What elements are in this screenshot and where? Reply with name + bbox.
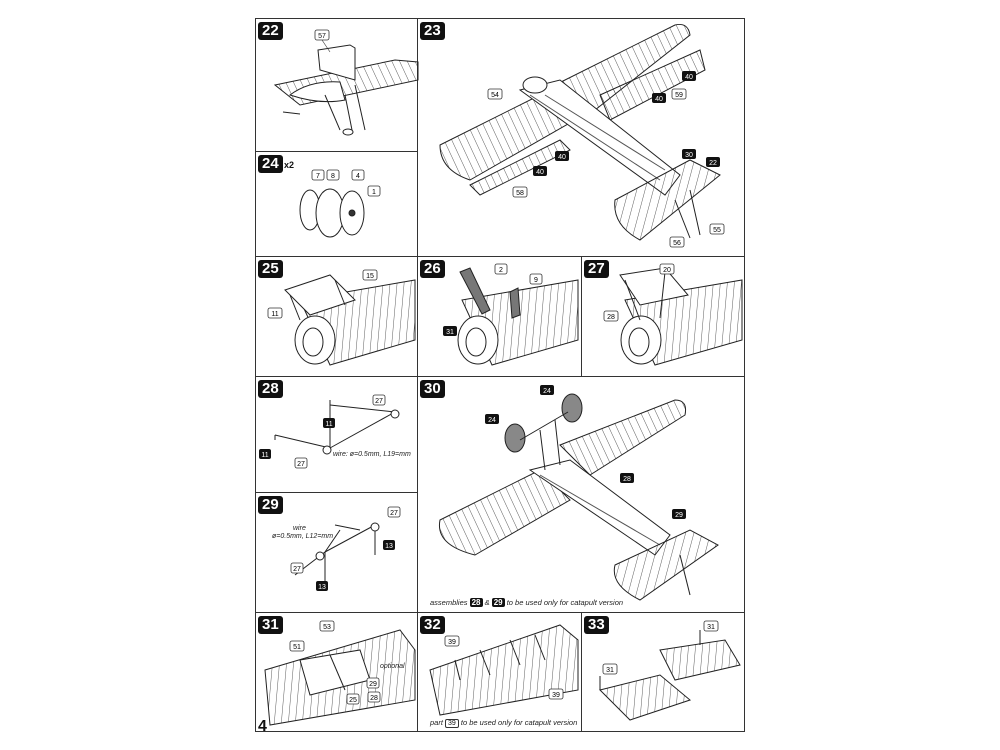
part-label-56: 56 (673, 240, 681, 247)
part-label-30: 30 (685, 152, 693, 159)
part-label-13b: 13 (318, 584, 326, 591)
part-label-11a: 11 (325, 421, 332, 428)
wheel-exploded-drawing (299, 188, 365, 238)
part-label-57: 57 (314, 29, 331, 53)
caption-30-amp: & (484, 598, 490, 607)
part-label-59: 59 (675, 92, 683, 99)
part-labels-23: 54 40 40 59 40 40 58 30 22 56 55 (487, 71, 725, 248)
nose-drawing-26 (457, 267, 579, 366)
part-label-53: 53 (323, 624, 331, 631)
part-labels-30: 24 24 28 29 (485, 385, 686, 519)
part-label-27d: 27 (293, 566, 301, 573)
step-number-25: 25 (258, 260, 283, 278)
part-label-31b: 31 (606, 667, 614, 674)
caption-32-prefix: part (430, 718, 443, 727)
wire-rig-drawing-29 (294, 522, 380, 585)
step-number-23: 23 (420, 22, 445, 40)
step-number-26: 26 (420, 260, 445, 278)
upper-wing-drawing-32 (429, 624, 579, 716)
caption-30-assembly-b: 29 (491, 598, 505, 607)
part-label-29c: 29 (675, 512, 683, 519)
part-label-28: 28 (607, 314, 615, 321)
part-label-40b: 40 (655, 96, 663, 103)
part-label-7: 7 (316, 173, 320, 180)
part-label-54: 54 (491, 92, 499, 99)
multiplier-label: x2 (284, 160, 295, 170)
part-label-29d: 29 (369, 681, 377, 688)
part-label-2: 2 (499, 267, 503, 274)
step-number-31: 31 (258, 616, 283, 634)
part-label-39a: 39 (448, 639, 456, 646)
page-number: 4 (258, 718, 267, 735)
part-label-24a: 24 (543, 388, 551, 395)
step-number-32: 32 (420, 616, 445, 634)
step-number-27: 27 (584, 260, 609, 278)
nose-drawing-27 (619, 267, 743, 366)
caption-32: part 39 to be used only for catapult ver… (430, 718, 577, 728)
caption-30-prefix: assemblies (430, 598, 468, 607)
part-label-28d: 28 (370, 695, 378, 702)
part-labels-27: 20 28 (603, 263, 675, 322)
part-label-31a: 31 (707, 624, 715, 631)
part-label-40d: 40 (536, 169, 544, 176)
part-label-11b: 11 (261, 452, 268, 459)
panel-33-frame (581, 612, 745, 732)
wire-note-29-line1: wire (293, 525, 306, 532)
part-label-27c: 27 (390, 510, 398, 517)
part-label-58: 58 (516, 190, 524, 197)
nose-drawing-25 (284, 274, 416, 366)
caption-30-suffix: to be used only for catapult version (506, 598, 624, 607)
step-number-24: 24 (258, 155, 283, 173)
part-labels-24: 7 8 4 1 (311, 169, 381, 197)
part-label-20: 20 (663, 267, 671, 274)
caption-30: assemblies 28 & 29 to be used only for c… (430, 598, 623, 607)
part-labels-32: 39 39 (444, 635, 564, 700)
part-label-9: 9 (534, 277, 538, 284)
part-label-22: 22 (709, 160, 717, 167)
wing-halves-drawing-33 (599, 630, 741, 721)
step-number-33: 33 (584, 616, 609, 634)
step-number-30: 30 (420, 380, 445, 398)
step-number-29: 29 (258, 496, 283, 514)
part-label-4: 4 (356, 173, 360, 180)
part-labels-33: 31 31 (602, 620, 719, 675)
step-number-28: 28 (258, 380, 283, 398)
part-label-40c: 40 (558, 154, 566, 161)
part-labels-31: 53 51 29 25 28 (289, 620, 381, 705)
part-label-25d: 25 (349, 697, 357, 704)
optional-note-31: optional (380, 663, 405, 670)
wire-rig-drawing-28 (274, 400, 400, 455)
part-labels-26: 2 9 31 (443, 263, 543, 336)
part-label-1: 1 (372, 189, 376, 196)
part-label-15: 15 (366, 273, 374, 280)
part-label-28c: 28 (623, 476, 631, 483)
part-label-13a: 13 (385, 543, 393, 550)
tail-skid-drawing (273, 44, 419, 136)
part-label-39b: 39 (552, 692, 560, 699)
part-label-27b: 27 (297, 461, 305, 468)
part-labels-29: 27 13 27 13 (290, 506, 401, 591)
step-number-22: 22 (258, 22, 283, 40)
upper-wing-drawing-31 (264, 629, 416, 726)
part-labels-25: 15 11 (267, 269, 378, 319)
part-label-51: 51 (293, 644, 301, 651)
part-label-8: 8 (331, 173, 335, 180)
caption-30-assembly-a: 28 (469, 598, 483, 607)
biplane-top-view-drawing (439, 24, 721, 241)
part-label-11: 11 (271, 311, 278, 318)
part-label-24b: 24 (488, 417, 496, 424)
part-label-40a: 40 (685, 74, 693, 81)
wire-note-28: wire: ø=0.5mm, L19=mm (333, 451, 411, 458)
part-label-31: 31 (446, 329, 454, 336)
part-label-27a: 27 (375, 398, 383, 405)
part-labels-28: 27 11 11 27 (259, 394, 386, 469)
wire-note-29-line2: ø=0.5mm, L12=mm (272, 533, 334, 540)
part-label-55: 55 (713, 227, 721, 234)
caption-32-suffix: to be used only for catapult version (460, 718, 578, 727)
caption-32-part: 39 (445, 719, 459, 728)
biplane-catapult-drawing (438, 393, 719, 601)
part-label-57-text: 57 (318, 33, 326, 40)
